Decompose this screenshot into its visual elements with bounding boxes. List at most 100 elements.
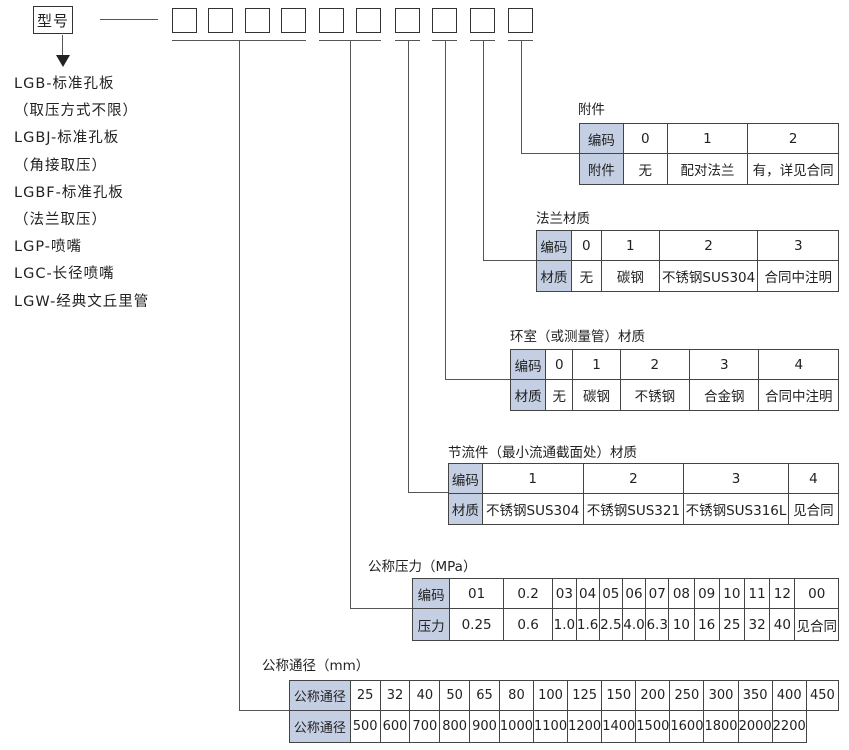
code-box-3 (245, 8, 270, 33)
table-cell: 2200 (771, 710, 807, 743)
model-item: （角接取压） (14, 157, 107, 174)
table-cell: 公称通径 (289, 710, 351, 743)
table-cell: 250 (669, 680, 705, 711)
model-list: LGB-标准孔板 （取压方式不限） LGBJ-标准孔板 （角接取压） LGBF-… (14, 71, 149, 316)
bracket-chamber (432, 40, 457, 42)
diameter-table: 公称通径 25 32 40 50 65 80 100 125 150 200 2… (289, 680, 840, 743)
table-cell: 不锈钢SUS304 (481, 493, 584, 525)
table-cell-empty (806, 711, 838, 743)
table-cell: 08 (668, 578, 695, 609)
model-item: LGP-喷嘴 (14, 239, 82, 256)
throttle-material-table: 编码 1 2 3 4 材质 不锈钢SUS304 不锈钢SUS321 不锈钢SUS… (448, 463, 840, 525)
leader-accessory (521, 40, 523, 153)
flange-material-title: 法兰材质 (536, 211, 590, 227)
table-cell: 4.0 (621, 608, 647, 641)
table-cell: 50 (439, 680, 471, 711)
table-cell: 0 (570, 230, 603, 261)
table-cell: 3 (683, 463, 789, 494)
table-cell: 材质 (536, 260, 572, 292)
table-cell: 40 (409, 680, 441, 711)
model-item: LGBF-标准孔板 (14, 184, 124, 201)
code-box-1 (172, 8, 197, 33)
table-cell: 2.5 (598, 608, 623, 641)
table-cell: 3 (689, 349, 760, 380)
table-cell: 2000 (737, 710, 773, 743)
table-cell: 100 (532, 680, 569, 711)
code-box-10 (508, 8, 533, 33)
table-cell: 1 (481, 463, 584, 494)
table-cell: 450 (805, 680, 840, 711)
table-cell: 压力 (411, 608, 451, 641)
table-cell: 3 (757, 230, 839, 261)
table-cell: 1000 (498, 710, 535, 743)
model-item: LGBJ-标准孔板 (14, 130, 120, 147)
code-box-9 (470, 8, 495, 33)
table-cell: 材质 (448, 493, 483, 525)
leader-pressure-h (350, 608, 412, 610)
table-cell: 1 (666, 123, 749, 154)
bracket-flange (470, 40, 495, 42)
table-cell: 编码 (536, 230, 572, 261)
table-cell: 09 (693, 578, 720, 609)
table-cell: 16 (693, 608, 720, 641)
table-cell: 1500 (635, 710, 671, 743)
model-item: （取压方式不限） (14, 103, 138, 120)
table-cell: 11 (744, 578, 771, 609)
table-cell: 25 (349, 680, 381, 711)
flange-material-table: 编码 0 1 2 3 材质 无 碳钢 不锈钢SUS304 合同中注明 (536, 230, 839, 292)
table-cell: 04 (575, 578, 600, 609)
table-cell: 125 (567, 680, 603, 711)
table-cell: 600 (379, 710, 411, 743)
table-cell: 见合同 (787, 493, 840, 525)
table-cell: 00 (794, 578, 839, 609)
table-cell: 350 (737, 680, 773, 711)
code-box-5 (319, 8, 344, 33)
table-cell: 1 (572, 349, 621, 380)
chamber-material-title: 环室（或测量管）材质 (510, 329, 645, 345)
table-cell: 10 (718, 578, 746, 609)
table-cell: 无 (622, 153, 668, 185)
code-box-6 (356, 8, 381, 33)
table-cell: 25 (718, 608, 746, 641)
table-cell: 不锈钢 (619, 379, 691, 411)
table-cell: 03 (552, 578, 577, 609)
code-box-2 (208, 8, 233, 33)
table-cell: 编码 (448, 463, 483, 494)
leader-flange-h (483, 260, 536, 262)
table-cell: 材质 (509, 379, 547, 411)
leader-diameter (239, 40, 241, 710)
code-box-4 (281, 8, 306, 33)
leader-flange (483, 40, 485, 260)
table-cell: 2 (747, 123, 839, 154)
table-cell: 不锈钢SUS316L (683, 493, 789, 525)
table-cell: 1800 (703, 710, 739, 743)
bracket-throttle (395, 40, 420, 42)
table-cell: 1100 (532, 710, 569, 743)
type-connector-line (100, 19, 158, 21)
table-cell: 见合同 (794, 608, 839, 641)
table-cell: 编码 (411, 578, 451, 609)
table-cell: 32 (379, 680, 411, 711)
table-cell: 300 (703, 680, 739, 711)
leader-chamber-h (445, 379, 510, 381)
table-cell: 有，详见合同 (747, 153, 839, 185)
leader-throttle (408, 40, 410, 492)
table-cell: 400 (771, 680, 807, 711)
table-cell: 编码 (579, 123, 624, 154)
table-cell: 0 (622, 123, 668, 154)
table-cell: 4 (758, 349, 839, 380)
model-arrow-line (62, 35, 64, 57)
throttle-material-title: 节流件（最小流通截面处）材质 (448, 445, 637, 461)
bracket-accessory (508, 40, 533, 42)
table-cell: 0.6 (502, 608, 554, 641)
table-cell: 合金钢 (689, 379, 760, 411)
down-arrow-icon (56, 55, 70, 67)
leader-chamber (445, 40, 447, 379)
table-cell: 无 (570, 260, 603, 292)
table-cell: 12 (769, 578, 796, 609)
table-cell: 1400 (601, 710, 637, 743)
table-cell: 4 (787, 463, 840, 494)
table-cell: 0 (545, 349, 574, 380)
table-cell: 80 (498, 680, 535, 711)
table-cell: 800 (439, 710, 471, 743)
